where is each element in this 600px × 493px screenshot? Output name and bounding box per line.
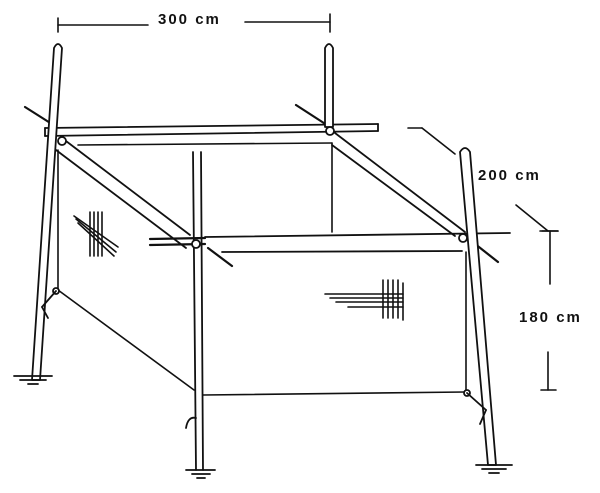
pole-front-right	[459, 147, 497, 466]
top-rail-back	[44, 123, 379, 137]
width-dimension-label: 300 cm	[158, 11, 221, 28]
ground-markers	[13, 375, 513, 479]
dimension-line-height	[540, 230, 559, 391]
pole-back-left	[31, 43, 63, 381]
front-wall	[202, 251, 467, 396]
depth-dimension-label: 200 cm	[478, 167, 541, 184]
pole-back-right	[324, 43, 334, 128]
crossbar-stubs	[23, 103, 500, 268]
back-wall	[77, 142, 333, 233]
ties	[41, 290, 487, 429]
cloth-texture-left	[73, 211, 119, 257]
top-rail-front	[204, 232, 511, 253]
pole-front-left	[192, 151, 204, 471]
top-rail-right-diagonal	[331, 132, 466, 237]
dimension-line-width	[57, 13, 331, 33]
height-dimension-label: 180 cm	[519, 309, 582, 326]
joints	[52, 126, 471, 397]
top-rail-left-diagonal	[55, 137, 191, 249]
left-wall	[57, 149, 195, 391]
cloth-texture-front	[324, 279, 404, 321]
